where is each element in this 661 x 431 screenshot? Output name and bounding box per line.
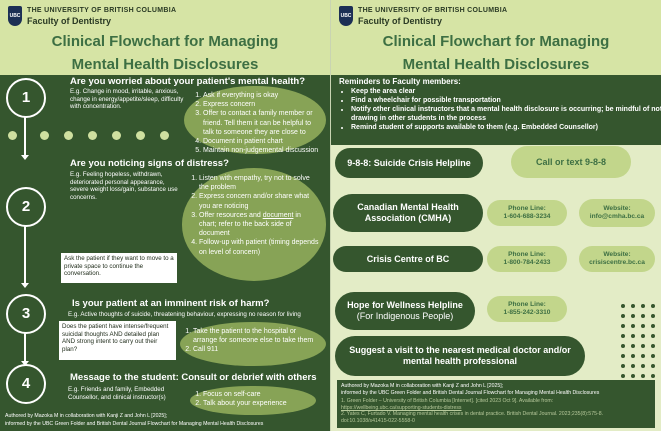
university-name: THE UNIVERSITY OF BRITISH COLUMBIA xyxy=(358,7,508,14)
suggest-visit: Suggest a visit to the nearest medical d… xyxy=(335,336,585,376)
decorative-dot xyxy=(8,131,17,140)
step-2-action: Offer resources and document in chart; r… xyxy=(199,211,320,239)
step-2-number: 2 xyxy=(6,187,46,227)
cmha-phone-number: 1-604-688-3234 xyxy=(503,213,551,220)
crisis-centre-website: Website: crisiscentre.bc.ca xyxy=(579,246,655,272)
step-4-action: Focus on self-care xyxy=(203,390,310,399)
dot-pattern xyxy=(621,304,655,378)
reminder-item: Find a wheelchair for possible transport… xyxy=(351,96,661,105)
decorative-dot xyxy=(64,131,73,140)
step-2-question: Are you noticing signs of distress? xyxy=(70,158,229,169)
step-4-action: Talk about your experience xyxy=(203,399,310,408)
crisis-phone-number: 1-800-784-2433 xyxy=(503,259,551,266)
authorship-source: informed by the UBC Green Folder and Bri… xyxy=(341,389,600,396)
step-1-example: E.g. Change in mood, irritable, anxious,… xyxy=(70,88,184,111)
down-arrow-icon xyxy=(21,283,29,288)
step-4-question: Message to the student: Consult or debri… xyxy=(70,372,317,383)
step-4-number: 4 xyxy=(6,364,46,404)
step-3-example: E.g. Active thoughts of suicide, threate… xyxy=(68,311,301,318)
down-arrow-icon xyxy=(21,361,29,366)
crisis-phone-label: Phone Line: xyxy=(508,251,546,258)
step-3-action: Call 911 xyxy=(193,345,318,354)
authorship-credit: Authored by Mazoka M in collaboration wi… xyxy=(5,413,168,419)
crisis-website-label: Website: xyxy=(603,251,631,258)
reminders-panel: Reminders to Faculty members: Keep the a… xyxy=(331,75,661,145)
authorship-source: informed by the UBC Green Folder and Bri… xyxy=(5,421,264,427)
step-1-actions: Ask if everything is okay Express concer… xyxy=(184,86,326,154)
cmha-website-value: info@cmha.bc.ca xyxy=(589,213,645,220)
hope-for-wellness: Hope for Wellness Helpline (For Indigeno… xyxy=(335,292,475,330)
step-1-question: Are you worried about your patient's men… xyxy=(70,76,306,87)
step-1-number: 1 xyxy=(6,78,46,118)
crisis-website-value: crisiscentre.bc.ca xyxy=(589,259,645,266)
decorative-dot xyxy=(136,131,145,140)
reference-1-link[interactable]: https://wellbeing.ubc.ca/supporting-stud… xyxy=(341,404,462,411)
decorative-dot xyxy=(40,131,49,140)
header: UBC THE UNIVERSITY OF BRITISH COLUMBIA F… xyxy=(0,0,330,75)
hope-phone-label: Phone Line: xyxy=(508,301,546,308)
step-3-note: Does the patient have intense/frequent s… xyxy=(59,321,176,360)
ubc-logo: UBC xyxy=(339,6,353,26)
references-box: Authored by Mazoka M in collaboration wi… xyxy=(337,380,655,428)
decorative-dot xyxy=(88,131,97,140)
connector-line xyxy=(24,117,26,157)
step-3-action: Take the patient to the hospital or arra… xyxy=(193,327,318,345)
step-2-actions: Listen with empathy, try not to solve th… xyxy=(182,168,326,281)
crisis-centre-name: Crisis Centre of BC xyxy=(333,246,483,272)
cmha-phone-label: Phone Line: xyxy=(508,205,546,212)
cmha-website: Website: info@cmha.bc.ca xyxy=(579,199,655,227)
page-title: Clinical Flowchart for Managing xyxy=(382,33,610,50)
step-3-number: 3 xyxy=(6,294,46,334)
faculty-name: Faculty of Dentistry xyxy=(27,16,112,26)
suicide-helpline: 9-8-8: Suicide Crisis Helpline xyxy=(335,148,483,178)
hope-phone: Phone Line: 1-855-242-3310 xyxy=(487,296,567,322)
hope-phone-number: 1-855-242-3310 xyxy=(503,309,551,316)
reference-2: 2. Yates C, Furtado V. Managing mental h… xyxy=(341,411,604,424)
step-1-action: Express concern xyxy=(203,100,322,109)
step-1-action: Offer to contact a family member or frie… xyxy=(203,109,322,137)
connector-line xyxy=(24,226,26,285)
step-1-action: Maintain non-judgemental discussion xyxy=(203,146,322,155)
reminder-item: Keep the area clear xyxy=(351,87,661,96)
page-title: Clinical Flowchart for Managing xyxy=(51,33,279,50)
hope-subtitle: (For Indigenous People) xyxy=(356,311,454,321)
step-1-action: Document in patient chart xyxy=(203,137,322,146)
crisis-centre-phone: Phone Line: 1-800-784-2433 xyxy=(487,246,567,272)
step-4-example: E.g. Friends and family, Embedded Counse… xyxy=(68,386,166,401)
step-4-actions: Focus on self-care Talk about your exper… xyxy=(190,386,316,415)
step-2-note: Ask the patient if they want to move to … xyxy=(61,253,177,283)
header: UBC THE UNIVERSITY OF BRITISH COLUMBIA F… xyxy=(331,0,661,75)
flowchart-page: UBC THE UNIVERSITY OF BRITISH COLUMBIA F… xyxy=(0,0,330,431)
cmha-name: Canadian Mental Health Association (CMHA… xyxy=(333,194,483,232)
step-2-action: Listen with empathy, try not to solve th… xyxy=(199,174,320,192)
page-subtitle: Mental Health Disclosures xyxy=(71,56,259,73)
suicide-call-text: Call or text 9-8-8 xyxy=(511,146,631,178)
hope-name: Hope for Wellness Helpline xyxy=(347,300,463,310)
reminders-title: Reminders to Faculty members: xyxy=(339,77,461,86)
cmha-phone: Phone Line: 1-604-688-3234 xyxy=(487,200,567,226)
authorship-credit: Authored by Mazoka M in collaboration wi… xyxy=(341,383,504,389)
step-3-actions: Take the patient to the hospital or arra… xyxy=(180,322,326,366)
step-2-action: Express concern and/or share what you ar… xyxy=(199,192,320,210)
resources-page: UBC THE UNIVERSITY OF BRITISH COLUMBIA F… xyxy=(331,0,661,431)
faculty-name: Faculty of Dentistry xyxy=(358,16,443,26)
down-arrow-icon xyxy=(21,155,29,160)
step-3-question: Is your patient at an imminent risk of h… xyxy=(72,298,270,309)
reminders-list: Keep the area clear Find a wheelchair fo… xyxy=(343,87,661,132)
page-divider xyxy=(330,0,331,431)
decorative-dot xyxy=(160,131,169,140)
reminder-item: Remind student of supports available to … xyxy=(351,123,661,132)
cmha-website-label: Website: xyxy=(603,205,631,212)
university-name: THE UNIVERSITY OF BRITISH COLUMBIA xyxy=(27,7,177,14)
step-2-action: Follow-up with patient (timing depends o… xyxy=(199,238,320,256)
step-2-example: E.g. Feeling hopeless, withdrawn, deteri… xyxy=(70,171,178,201)
reminder-item: Notify other clinical instructors that a… xyxy=(351,105,661,123)
page-subtitle: Mental Health Disclosures xyxy=(402,56,590,73)
ubc-logo: UBC xyxy=(8,6,22,26)
reference-1: 1. Green Folder – University of British … xyxy=(341,398,554,405)
decorative-dot xyxy=(112,131,121,140)
connector-line xyxy=(24,333,26,363)
step-1-action: Ask if everything is okay xyxy=(203,91,322,100)
